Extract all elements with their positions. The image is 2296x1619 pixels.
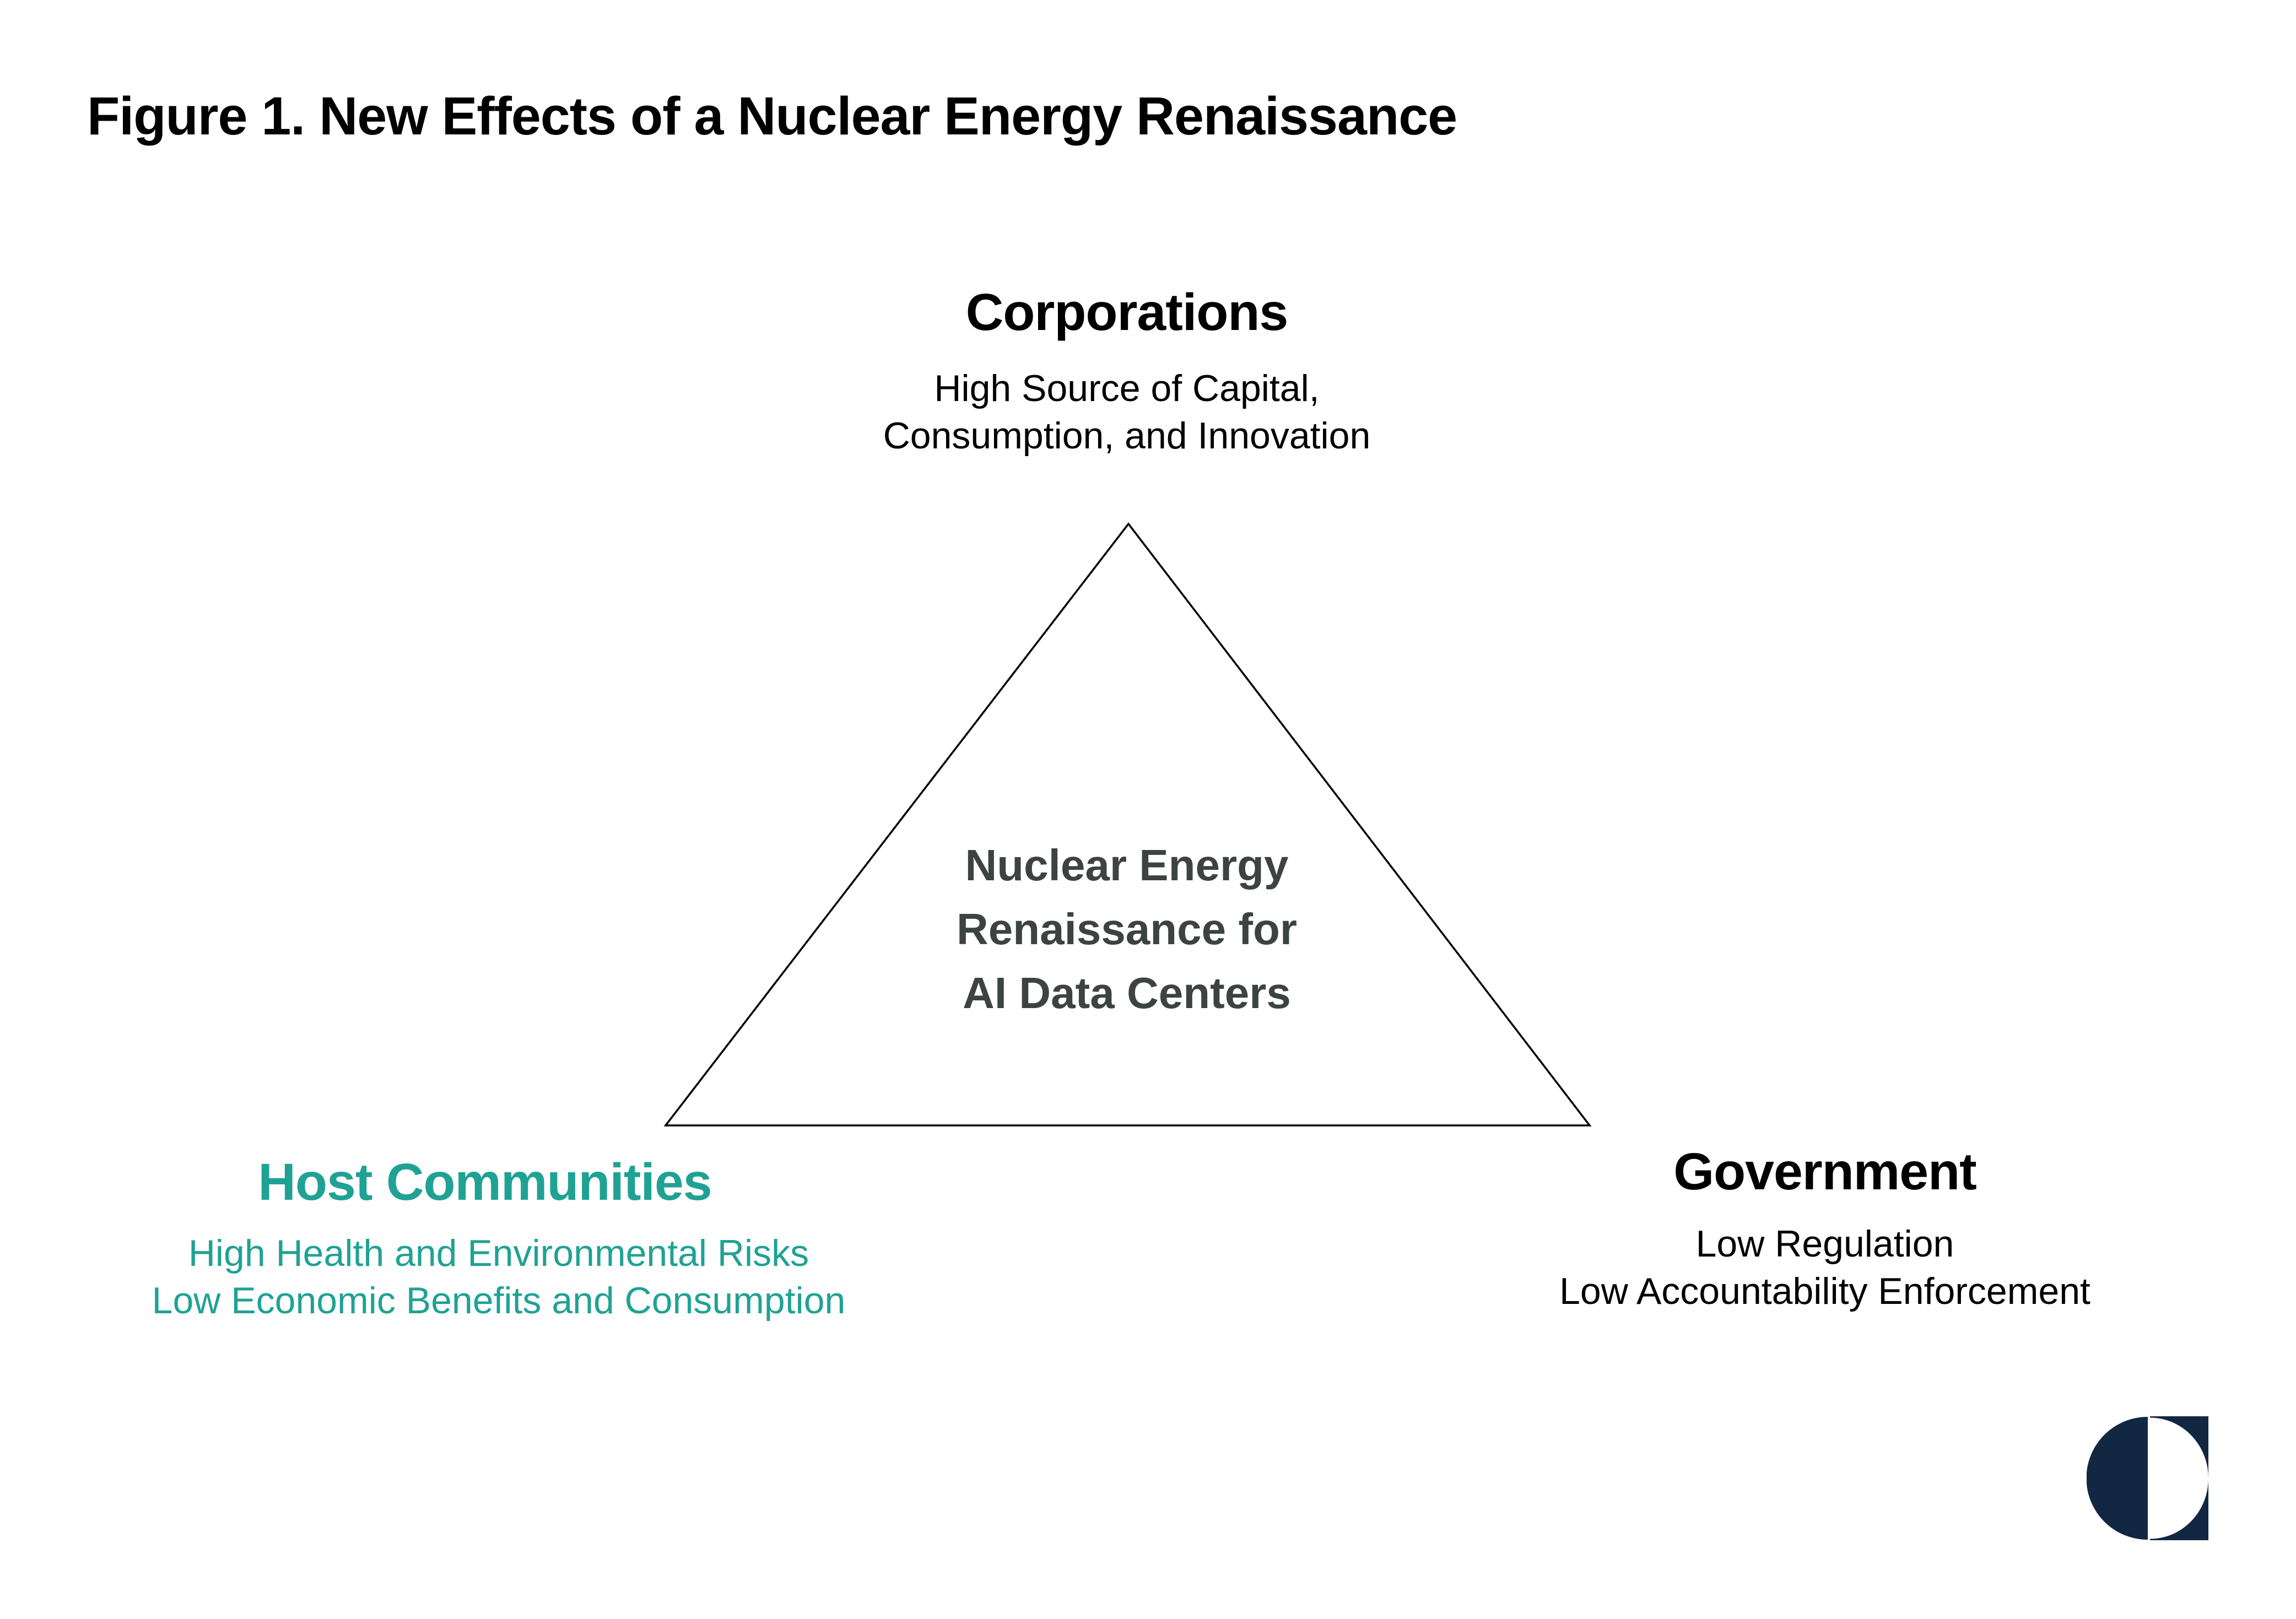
triangle-center-line3: AI Data Centers — [963, 968, 1291, 1017]
vertex-sub-corporations: High Source of Capital, Consumption, and… — [741, 365, 1512, 459]
triangle-center-label: Nuclear Energy Renaissance for AI Data C… — [796, 833, 1457, 1025]
split-circle-logo-icon — [2087, 1416, 2208, 1540]
vertex-sub-government-line1: Low Regulation — [1695, 1223, 1954, 1265]
vertex-sub-corporations-line1: High Source of Capital, — [934, 367, 1320, 409]
vertex-label-government: Government — [1673, 1142, 1977, 1201]
logo-right-square-cutout — [2150, 1416, 2208, 1540]
vertex-sub-government-line2: Low Accountability Enforcement — [1559, 1270, 2090, 1312]
logo-left-half-disc — [2087, 1417, 2148, 1540]
vertex-label-host-communities: Host Communities — [258, 1153, 712, 1211]
triangle-center-line2: Renaissance for — [956, 905, 1298, 954]
vertex-sub-host-communities: High Health and Environmental Risks Low … — [30, 1230, 967, 1324]
triangle-outline — [663, 522, 1592, 1127]
vertex-sub-corporations-line2: Consumption, and Innovation — [883, 415, 1371, 457]
figure-title: Figure 1. New Effects of a Nuclear Energ… — [87, 86, 1457, 146]
vertex-sub-host-line2: Low Economic Benefits and Consumption — [152, 1280, 846, 1322]
vertex-sub-host-line1: High Health and Environmental Risks — [188, 1232, 809, 1274]
triangle-center-line1: Nuclear Energy — [965, 841, 1289, 890]
vertex-sub-government: Low Regulation Low Accountability Enforc… — [1412, 1220, 2238, 1315]
triangle-shape — [663, 522, 1592, 1127]
vertex-label-corporations: Corporations — [965, 283, 1288, 342]
